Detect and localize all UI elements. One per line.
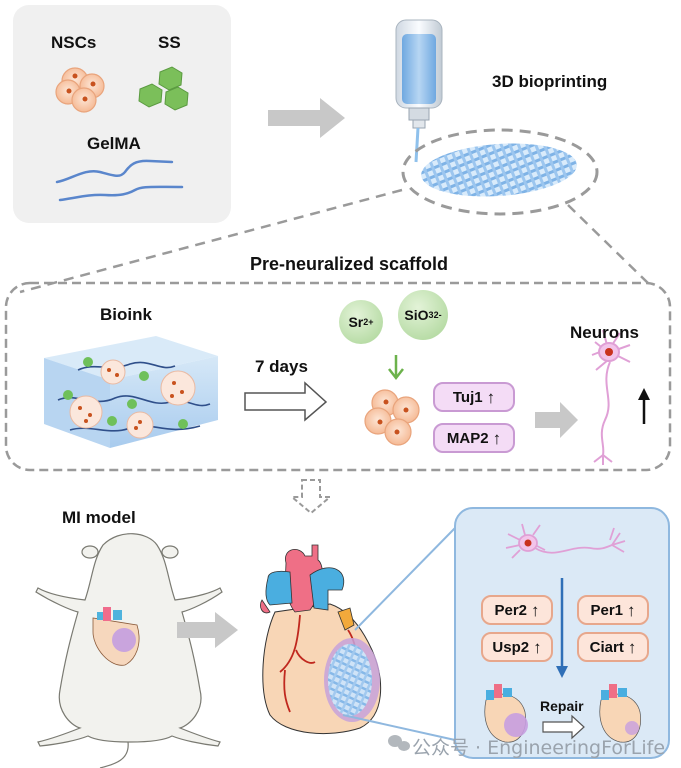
nsc-cluster-icon [55, 67, 105, 113]
up-arrow-icon: ↑ [492, 428, 502, 448]
marker-map2: MAP2↑ [433, 423, 515, 453]
bioink-label: Bioink [100, 305, 152, 324]
gelma-label: GelMA [87, 134, 141, 153]
inset-connector-top [354, 527, 456, 631]
gene-per2: Per2↑ [481, 595, 553, 625]
marker-name: MAP2 [446, 429, 489, 447]
gene-name: Usp2 [492, 638, 530, 656]
bioink-block-icon [44, 336, 218, 448]
heart-with-scaffold-icon [260, 544, 382, 735]
mouse-heart-icon [92, 607, 140, 666]
step-arrow-3 [177, 612, 238, 648]
duration-label: 7 days [255, 357, 308, 376]
repair-label: Repair [540, 698, 584, 714]
neurons-increase-arrow [638, 388, 650, 424]
silicate-ion-subscript: 3 [428, 310, 434, 320]
heart-after-repair-icon [599, 684, 641, 743]
up-arrow-icon: ↑ [627, 637, 637, 657]
neuron-icon [591, 329, 631, 465]
neurons-label: Neurons [570, 323, 639, 342]
scaffold-title: Pre-neuralized scaffold [250, 254, 449, 274]
ion-release-arrow [388, 355, 404, 381]
silicate-ion-charge: 2- [433, 310, 442, 320]
repair-arrow [542, 714, 585, 740]
culture-arrow [244, 381, 328, 422]
scaffold-box [4, 281, 672, 472]
inset-down-arrow [556, 578, 568, 678]
bioprinting-label: 3D bioprinting [492, 72, 608, 91]
gene-name: Per1 [590, 601, 624, 619]
wechat-icon [388, 735, 410, 751]
zoom-connector-left [19, 188, 403, 294]
nscs-label: NSCs [51, 33, 97, 52]
inset-connector-bottom [342, 714, 456, 741]
gene-ciart: Ciart↑ [577, 632, 649, 662]
mi-model-label: MI model [62, 508, 136, 527]
implant-arrow [289, 479, 333, 515]
heart-before-repair-icon [484, 684, 528, 743]
up-arrow-icon: ↑ [486, 387, 496, 407]
up-arrow-icon: ↑ [627, 600, 636, 620]
gene-name: Per2 [494, 601, 528, 619]
ss-particles-icon [138, 66, 189, 111]
strontium-ion-symbol: Sr [348, 314, 364, 330]
gelma-strands-icon [55, 159, 184, 202]
bioprinter-syringe-icon [395, 19, 443, 163]
printed-scaffold [421, 143, 577, 197]
up-arrow-icon: ↑ [531, 600, 540, 620]
differentiating-cells-icon [364, 389, 420, 446]
gene-per1: Per1↑ [577, 595, 649, 625]
watermark: 公众号 · EngineeringForLife [412, 737, 666, 759]
step-arrow-2 [535, 402, 578, 438]
marker-name: Tuj1 [452, 388, 483, 406]
materials-panel [13, 5, 231, 223]
gene-usp2: Usp2↑ [481, 632, 553, 662]
strontium-ion-charge: 2+ [363, 317, 374, 327]
marker-tuj1: Tuj1↑ [433, 382, 515, 412]
ss-label: SS [158, 33, 181, 52]
gene-name: Ciart [589, 638, 624, 656]
zoom-connector-right [567, 204, 651, 286]
inset-neuron-icon [505, 523, 626, 559]
scaffold-dashed-ellipse [401, 128, 599, 216]
step-arrow-1 [268, 98, 345, 138]
up-arrow-icon: ↑ [533, 637, 542, 657]
silicate-ion-symbol: SiO [404, 307, 429, 323]
